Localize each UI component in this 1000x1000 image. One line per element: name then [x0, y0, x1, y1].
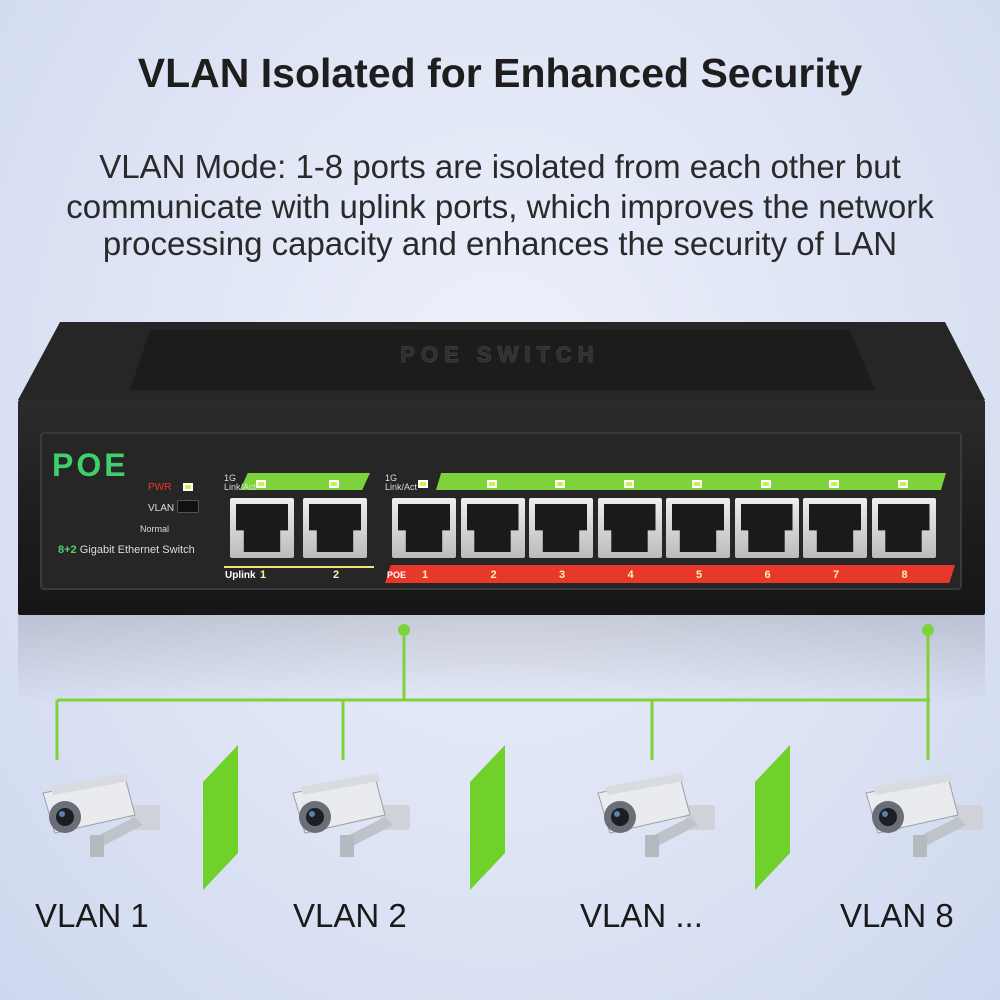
port-number: 1	[260, 569, 267, 581]
port-number: 6	[764, 569, 771, 581]
ethernet-port[interactable]	[460, 498, 525, 558]
ethernet-port[interactable]	[529, 498, 593, 558]
model-text: Gigabit Ethernet Switch	[79, 544, 195, 556]
security-camera-icon	[865, 773, 983, 857]
link-led	[829, 480, 839, 488]
rj45-jack	[672, 504, 724, 552]
vlan-label: VLAN	[148, 503, 175, 514]
poe-label: POE	[387, 570, 407, 580]
rj45-jack	[740, 504, 793, 552]
vlan-label: VLAN 1	[35, 897, 149, 934]
poe-red-strip	[385, 565, 955, 583]
isolation-divider	[755, 745, 790, 890]
link-led	[692, 480, 702, 488]
port-number: 5	[696, 569, 703, 581]
vlan-label: VLAN 8	[840, 897, 954, 934]
normal-label: Normal	[140, 524, 170, 534]
port-number: 7	[833, 569, 840, 581]
ethernet-port[interactable]	[666, 498, 730, 558]
drop-lines	[55, 700, 654, 760]
pwr-label: PWR	[148, 482, 172, 493]
link-led	[486, 480, 497, 488]
ethernet-port[interactable]	[803, 498, 867, 558]
link-led	[897, 480, 908, 488]
ethernet-port[interactable]	[734, 498, 799, 558]
uplink-label: Uplink	[225, 570, 256, 581]
subtitle-line: communicate with uplink ports, which imp…	[66, 188, 934, 225]
port-number: 4	[627, 569, 634, 581]
page-title: VLAN Isolated for Enhanced Security	[137, 50, 863, 96]
security-camera-icon	[292, 773, 410, 857]
rj45-jack	[466, 504, 519, 552]
ethernet-port[interactable]	[303, 498, 367, 558]
rj45-jack	[603, 504, 656, 552]
vlan-label: VLAN 2	[293, 897, 407, 934]
subtitle-line: processing capacity and enhances the sec…	[102, 225, 898, 262]
ethernet-port[interactable]	[392, 498, 456, 558]
port-number: 8	[901, 569, 908, 581]
rj45-jack	[309, 504, 361, 552]
security-camera-icon	[597, 773, 715, 857]
top-label: POE SWITCH	[400, 342, 599, 367]
model-prefix: 8+2	[58, 544, 77, 556]
vlan-label: VLAN ...	[580, 897, 703, 934]
ethernet-port[interactable]	[230, 498, 294, 558]
rj45-jack	[877, 504, 930, 552]
isolation-divider	[203, 745, 238, 890]
link-led	[329, 480, 339, 488]
rj45-jack	[809, 504, 861, 552]
pwr-led	[183, 483, 193, 491]
ethernet-port[interactable]	[871, 498, 936, 558]
link-led	[555, 480, 565, 488]
link-led	[760, 480, 771, 488]
link-led	[418, 480, 428, 488]
subtitle-line: VLAN Mode: 1-8 ports are isolated from e…	[99, 148, 901, 185]
port-number: 1	[422, 569, 429, 581]
connection-dot	[398, 624, 410, 636]
rj45-jack	[535, 504, 587, 552]
poe-logo: POE	[52, 447, 129, 483]
link-led	[256, 480, 266, 488]
port-number: 2	[333, 569, 340, 581]
port-number: 2	[490, 569, 497, 581]
isolation-divider	[470, 745, 505, 890]
link-led	[623, 480, 634, 488]
security-camera-icon	[42, 773, 160, 857]
port-number: 3	[559, 569, 566, 581]
vlan-mode-switch[interactable]	[177, 500, 199, 513]
rj45-jack	[236, 504, 288, 552]
ethernet-port[interactable]	[597, 498, 662, 558]
connection-dot	[922, 624, 934, 636]
switch-reflection	[18, 615, 985, 705]
uplink-underline	[224, 566, 374, 568]
rj45-jack	[398, 504, 450, 552]
